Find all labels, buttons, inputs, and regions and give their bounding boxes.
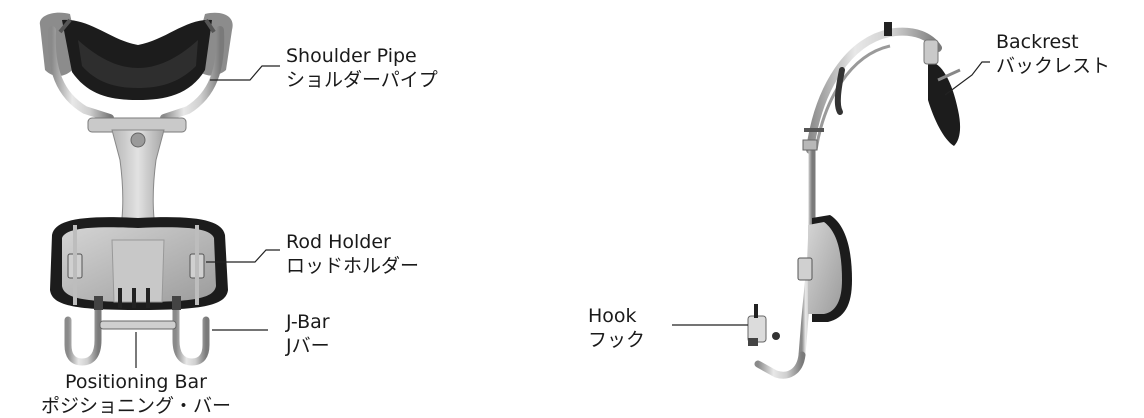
shoulder-pads xyxy=(39,12,233,100)
label-hook-ja: フック xyxy=(588,329,646,351)
side-view-device xyxy=(747,22,961,379)
leader-backrest xyxy=(944,61,990,96)
label-shoulder-pipe: Shoulder Pipe ショルダーパイプ xyxy=(286,44,438,92)
label-j-bar-en: J-Bar xyxy=(286,311,330,333)
leader-shoulder-pipe xyxy=(210,65,280,81)
label-positioning-bar-ja: ポジショニング・バー xyxy=(40,395,231,417)
label-rod-holder-en: Rod Holder xyxy=(286,231,391,253)
rod-holders xyxy=(67,225,205,305)
leader-rod-holder xyxy=(206,249,280,263)
label-rod-holder-ja: ロッドホルダー xyxy=(286,255,420,277)
label-backrest-ja: バックレスト xyxy=(996,55,1111,77)
label-j-bar: J-Bar Jバー xyxy=(286,310,330,358)
back-plate xyxy=(50,217,228,310)
label-shoulder-pipe-en: Shoulder Pipe xyxy=(286,45,417,67)
j-bars xyxy=(64,296,210,366)
label-backrest: Backrest バックレスト xyxy=(996,30,1110,78)
backrest-part xyxy=(923,39,961,146)
leader-lines xyxy=(135,61,990,368)
label-positioning-bar-en: Positioning Bar xyxy=(65,371,207,393)
label-positioning-bar: Positioning Bar ポジショニング・バー xyxy=(0,370,272,418)
label-backrest-en: Backrest xyxy=(996,31,1079,53)
label-rod-holder: Rod Holder ロッドホルダー xyxy=(286,230,419,278)
label-j-bar-ja: Jバー xyxy=(286,335,330,357)
label-shoulder-pipe-ja: ショルダーパイプ xyxy=(286,69,438,91)
side-back-pad xyxy=(797,215,852,322)
front-view-device xyxy=(39,12,233,366)
label-hook-en: Hook xyxy=(588,305,637,327)
label-hook: Hook フック xyxy=(588,304,645,352)
positioning-bar xyxy=(99,320,177,330)
shoulder-pipe xyxy=(47,18,225,133)
hook-part xyxy=(747,304,780,346)
